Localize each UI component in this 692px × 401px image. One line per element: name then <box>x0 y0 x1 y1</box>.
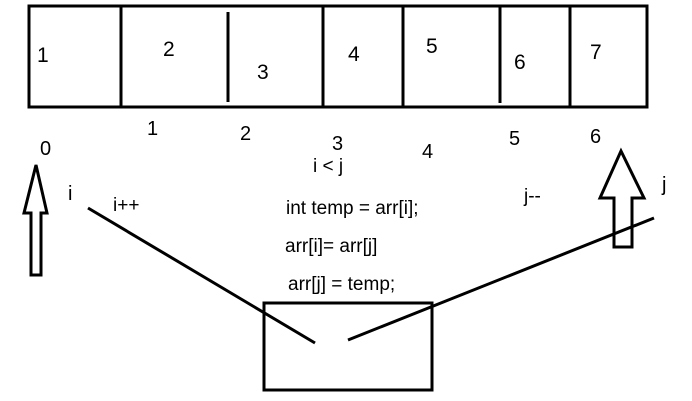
swap-box <box>262 301 434 392</box>
index-label-0: 0 <box>40 138 52 160</box>
left-pointer-arrow <box>22 164 49 277</box>
pointer-i-label: i <box>68 183 73 205</box>
right-pointer-arrow <box>597 147 647 249</box>
index-label-6: 6 <box>590 126 602 148</box>
code-line-3: arr[j] = temp; <box>288 274 396 295</box>
cell-value-1: 2 <box>163 38 175 61</box>
pointer-i-step: i++ <box>113 195 140 216</box>
cell-value-6: 7 <box>590 41 602 64</box>
index-label-4: 4 <box>422 141 434 163</box>
left-pointer-line <box>87 206 316 345</box>
pointer-j-label: j <box>662 174 667 196</box>
cell-value-0: 1 <box>37 44 49 67</box>
array-box <box>27 4 649 109</box>
right-pointer-line <box>347 216 655 342</box>
pointer-j-step: j-- <box>524 186 541 207</box>
cell-value-2: 3 <box>257 61 269 84</box>
index-label-2: 2 <box>240 123 252 145</box>
cell-value-3: 4 <box>348 43 360 66</box>
index-label-5: 5 <box>509 128 521 150</box>
code-line-2: arr[i]= arr[j] <box>285 236 378 257</box>
cell-value-5: 6 <box>514 51 526 74</box>
index-label-3: 3 <box>332 133 344 155</box>
code-line-1: int temp = arr[i]; <box>286 198 419 219</box>
index-label-1: 1 <box>147 118 159 140</box>
loop-condition: i < j <box>313 156 344 177</box>
cell-value-4: 5 <box>426 35 438 58</box>
